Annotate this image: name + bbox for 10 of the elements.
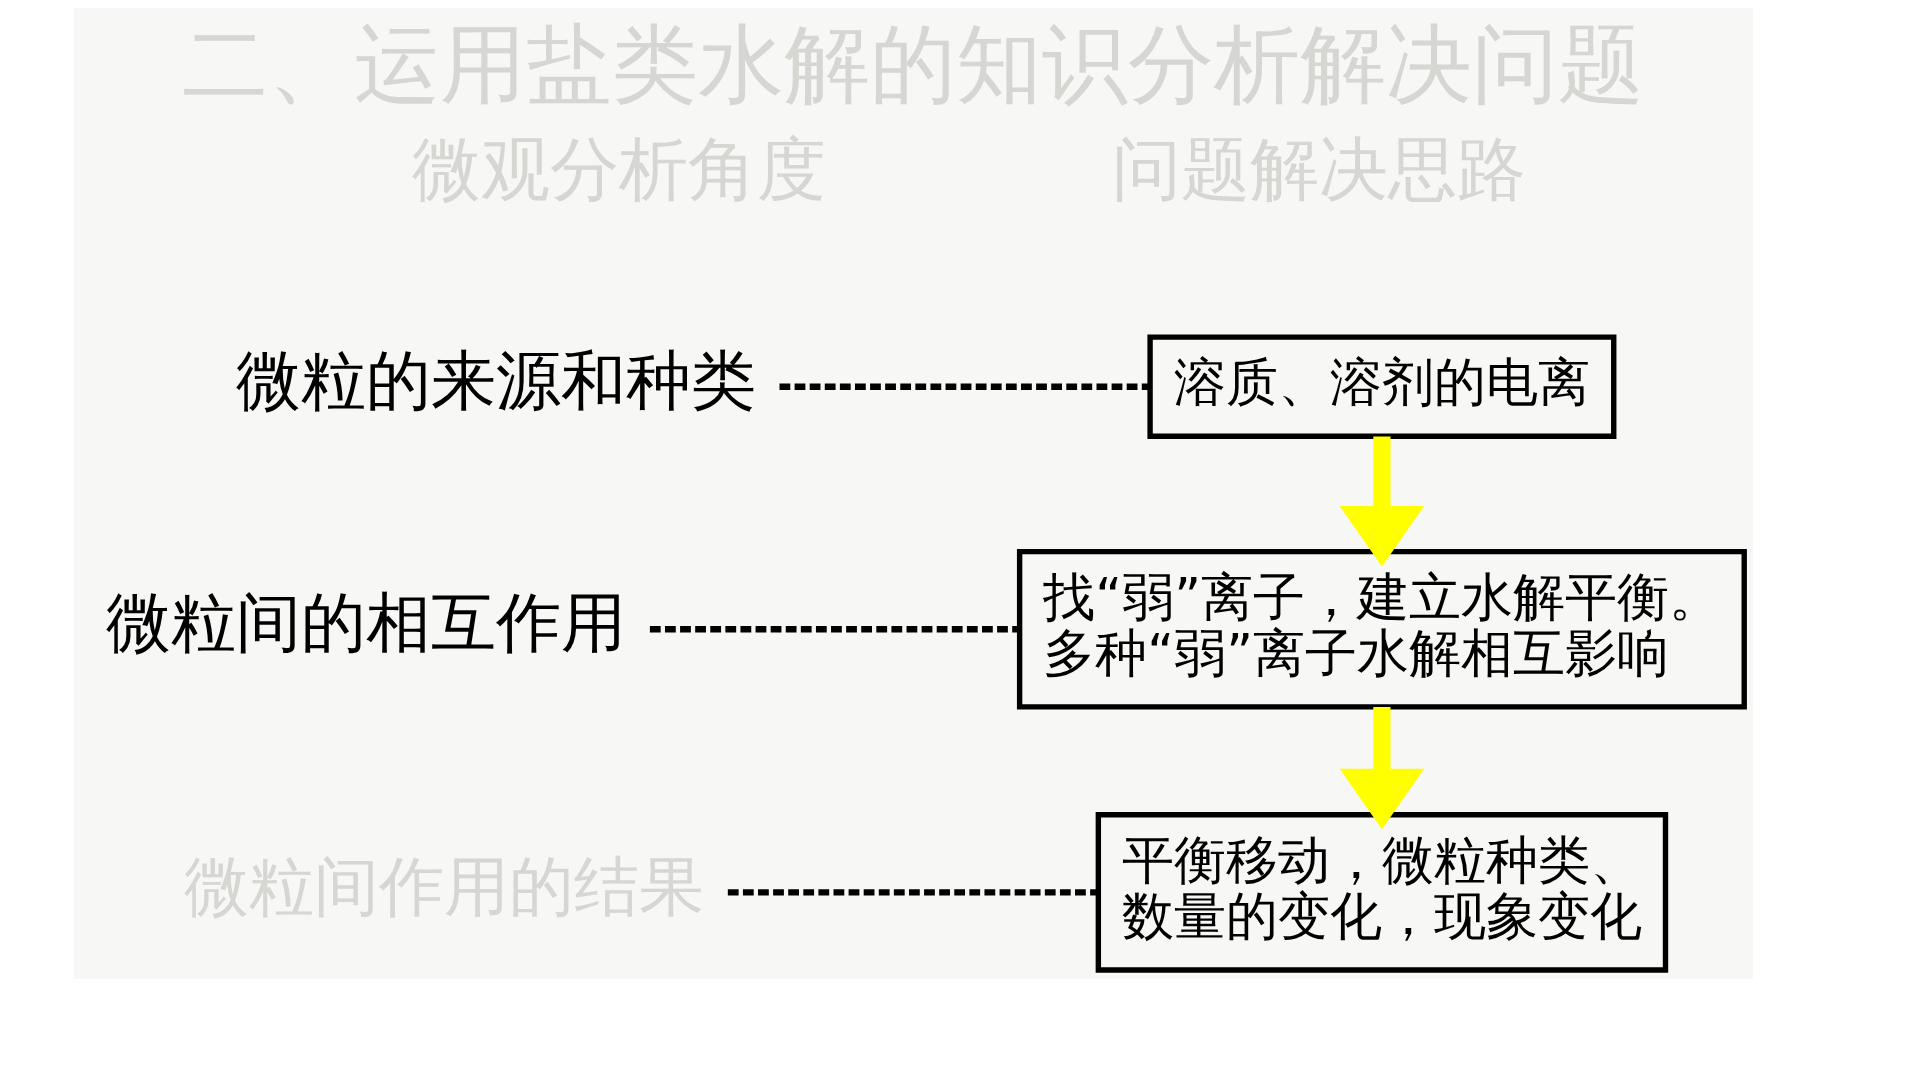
node-text: 微粒间的相互作用 [106,585,627,661]
connector [649,626,1020,633]
connector [727,889,1099,896]
node-box: 找“弱”离子，建立水解平衡。多种“弱”离子水解相互影响 [1016,548,1747,710]
node-box: 溶质、溶剂的电离 [1147,334,1617,439]
node-box: 平衡移动，微粒种类、数量的变化，现象变化 [1095,812,1669,973]
node-text: 微粒的来源和种类 [235,342,756,418]
arrow [1339,707,1425,830]
connector [779,383,1150,390]
arrow [1339,436,1425,567]
